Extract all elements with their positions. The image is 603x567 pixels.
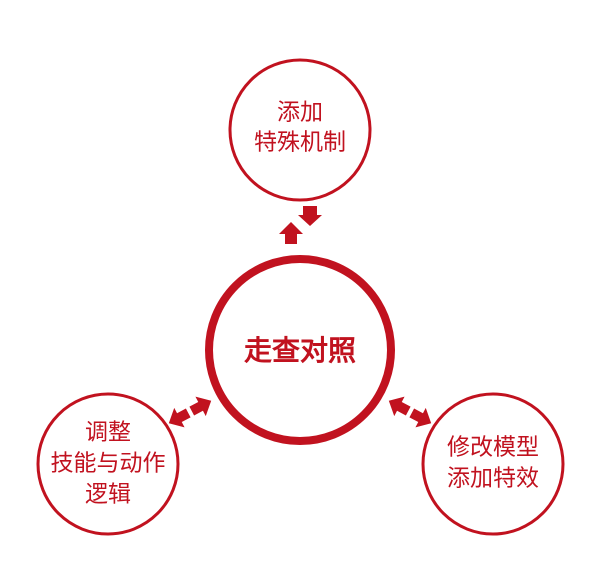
left-node: 调整 技能与动作 逻辑 (36, 392, 180, 536)
right-circle (421, 392, 565, 536)
right-label-line1: 修改模型 (447, 435, 539, 461)
double-arrow-icon (168, 396, 212, 428)
arrow-down-icon (298, 206, 322, 226)
right-label-line2: 添加特效 (447, 466, 539, 492)
right-node: 修改模型 添加特效 (421, 392, 565, 536)
top-label-line1: 添加 (277, 100, 323, 126)
left-label-line2: 技能与动作 (51, 451, 166, 477)
arrow-left-icon (388, 396, 411, 417)
top-node: 添加 特殊机制 (228, 58, 372, 202)
left-label-line1: 调整 (85, 420, 131, 446)
center-label: 走查对照 (244, 334, 356, 367)
top-circle (228, 58, 372, 202)
top-label-line2: 特殊机制 (254, 130, 346, 156)
center-node: 走查对照 (205, 255, 395, 445)
arrow-up-icon (279, 222, 303, 244)
left-circle (36, 392, 180, 536)
double-arrow-icon (388, 396, 432, 428)
double-arrow-icon (279, 206, 322, 244)
arrow-left-icon (168, 407, 191, 428)
arrow-right-icon (409, 407, 432, 428)
arrow-right-icon (189, 396, 212, 417)
left-label-line3: 逻辑 (85, 482, 131, 508)
center-circle (205, 255, 395, 445)
